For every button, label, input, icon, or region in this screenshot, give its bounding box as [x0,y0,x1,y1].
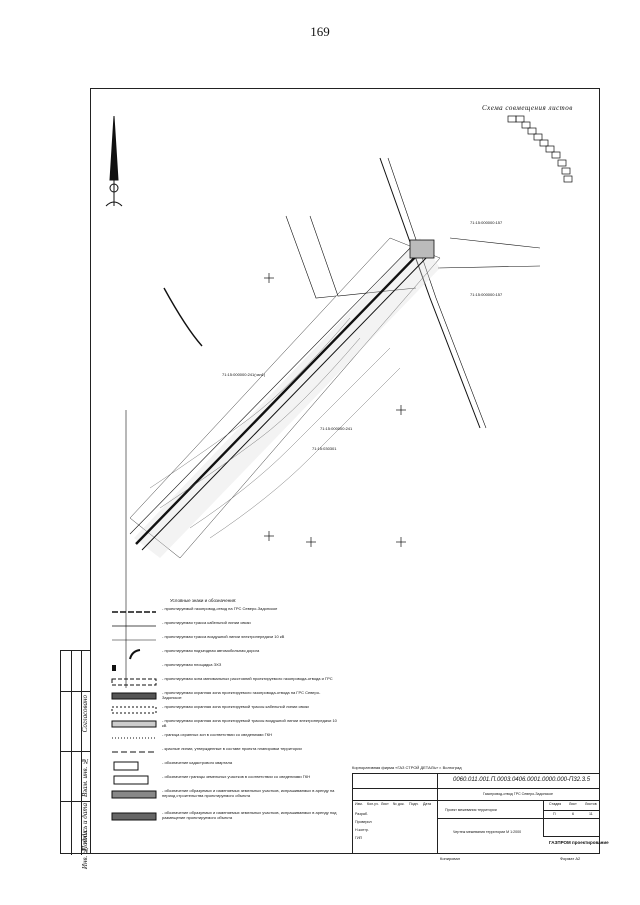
copied-label: Копировал [440,856,461,861]
cable-line-symbol-icon [112,625,156,627]
sheet-header: Лист [569,802,577,806]
red-line-symbol-icon [112,751,156,753]
margin-label-inventory: Инв. № подл. [81,829,89,870]
parcel-label: 71:15:000000:157 [470,292,503,297]
legend-item: - проектируемая трасса кабельной линии с… [110,620,338,634]
legend-item: - обозначение границы земельных участков… [110,774,338,788]
margin-label-agreed: Согласовано [81,695,89,733]
role-label: Разраб. [355,812,368,816]
role-label: Н.контр. [355,828,369,832]
document-code: 0060.011.001.П.0003.0406.0001.0000.000-П… [453,777,591,783]
legend-item: - красные линии, утвержденные в составе … [110,746,338,760]
cable-zone-symbol-icon [111,706,157,714]
legend-item: - обозначение образуемых и изменяемых зе… [110,788,338,810]
col-header: № док. [393,802,405,806]
legend-item: - проектируемая подъездная автомобильная… [110,648,338,662]
col-header: Кол.уч. [367,802,379,806]
power-zone-symbol-icon [111,720,157,728]
legend-item: - проектируемая площадка ЭХЗ [110,662,338,676]
north-arrow-icon [105,115,123,207]
title-block: 0060.011.001.П.0003.0406.0001.0000.000-П… [352,773,609,854]
role-label: ГИП [355,836,363,840]
margin-label-replace: Взам. инв. № [81,757,89,797]
stage-value: П [553,812,556,816]
pipeline-symbol-icon [112,611,156,613]
legend-item: - проектируемая охранная зона проектируе… [110,704,338,718]
parcel-label: 71:15:000000:157 [470,220,503,225]
format-label: Формат А2 [560,856,581,861]
legend-item: - проектируемая охранная зона проектируе… [110,690,338,704]
sheet-value: 6 [572,812,574,816]
page-number: 169 [310,24,330,39]
stage-header: Стадия [549,802,562,806]
legend-item: - обозначение кадастрового квартала [110,760,338,774]
legend-item: - проектируемая трасса воздушной линии э… [110,634,338,648]
legend-item: - проектируемый газопровод-отвод на ГРС … [110,606,338,620]
survey-plan [105,115,573,688]
margin-stamp: Согласовано Взам. инв. № Подпись и дата … [60,650,91,869]
parcel-label: 71:15:000000:241(чзп1) [222,372,266,377]
lease-construction-symbol-icon [111,790,157,799]
col-header: Изм. [355,802,363,806]
col-header: Дата [423,802,431,806]
power-line-symbol-icon [112,639,156,641]
road-symbol-icon [129,649,141,660]
stamp-note: Корпоративная фирма «ГАЗ СТРОЙ ДЕТАЛЬ» г… [352,765,462,770]
sheets-value: 11 [589,812,593,816]
col-header: Подп. [409,802,419,806]
gkn-zone-symbol-icon [112,737,156,739]
parcel-label: 71:15:030301 [312,446,337,451]
pipeline-zone-symbol-icon [111,692,157,700]
legend-title: Условные знаки и обозначения: [170,598,237,603]
legend-item: - проектируемая зона минимальных расстоя… [110,676,338,690]
role-label: Проверил [355,820,372,824]
parcel-boundary-symbol-icon [113,775,149,785]
legend-item: - обозначение образуемых и изменяемых зе… [110,810,338,832]
sheets-header: Листов [585,802,597,806]
col-header: Лист [381,802,389,806]
legend-item: - граница охранных зон в соответствии со… [110,732,338,746]
legend: Условные знаки и обозначения: - проектир… [110,598,338,832]
min-distance-zone-symbol-icon [111,678,157,686]
parcel-label: 71:15:000000:241 [320,426,353,431]
cadastral-quarter-symbol-icon [113,761,139,771]
company-logo: ГАЗПРОМ проектирование [549,840,609,845]
drawing-name: Чертеж межевания территории М 1:2000 [453,830,522,834]
ehz-site-symbol-icon [112,665,116,671]
part-name: Проект межевания территории [445,808,497,812]
legend-item: - проектируемая охранная зона проектируе… [110,718,338,732]
sheet-scheme [507,115,573,183]
lease-placement-symbol-icon [111,812,157,821]
scheme-title: Схема совмещения листов [482,104,573,112]
drawing-sheet [90,88,600,854]
project-name: Газопровод-отвод ГРС Северо-Задонское [483,792,553,796]
